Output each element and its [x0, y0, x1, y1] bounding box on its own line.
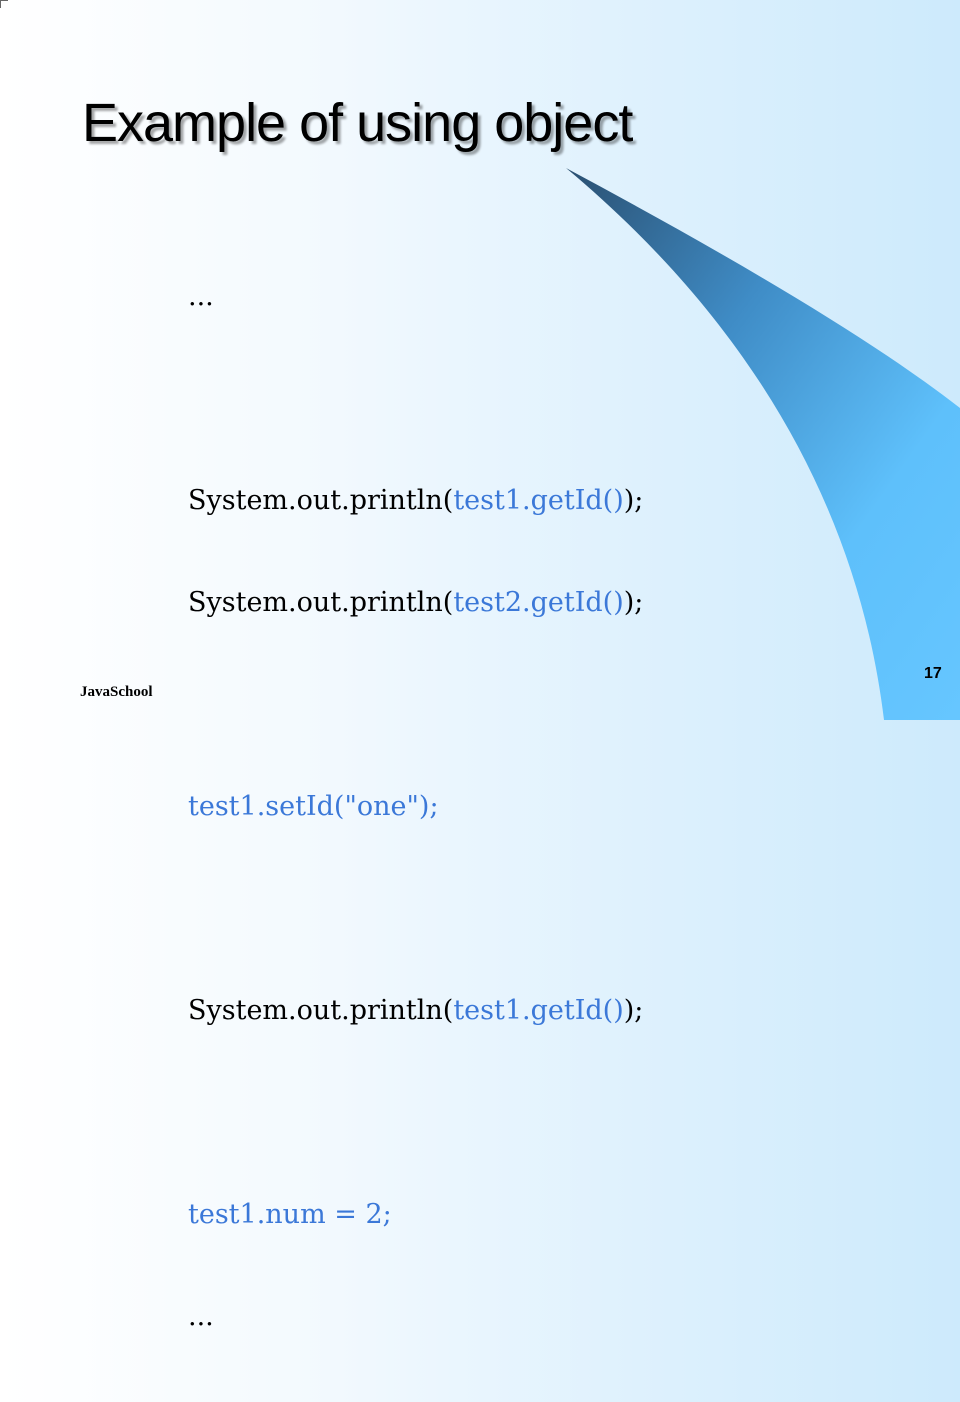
- code-line: test1.setId("one");: [188, 790, 643, 824]
- slide: Example of using object ... System.out.p…: [0, 0, 960, 1332]
- code-text: System.out.println(: [188, 587, 454, 618]
- decorative-swoosh: [566, 168, 960, 720]
- code-text: );: [623, 587, 644, 618]
- code-text: System.out.println(: [188, 995, 454, 1026]
- corner-mark: [0, 0, 8, 8]
- code-highlight: test1.setId("one");: [188, 791, 439, 822]
- page-number: 17: [924, 665, 942, 682]
- swoosh-shape: [566, 168, 960, 720]
- code-blank-line: [188, 1096, 643, 1130]
- footer-brand: JavaSchool: [80, 684, 153, 700]
- code-highlight: test1.num = 2;: [188, 1199, 392, 1230]
- code-highlight: test2.getId(): [453, 587, 624, 618]
- code-line: ...: [188, 280, 643, 314]
- code-line: System.out.println(test1.getId());: [188, 484, 643, 518]
- code-line: System.out.println(test1.getId());: [188, 994, 643, 1028]
- code-highlight: test1.getId(): [453, 995, 624, 1026]
- code-block: ... System.out.println(test1.getId()); S…: [188, 212, 643, 1402]
- code-text: );: [623, 485, 644, 516]
- code-blank-line: [188, 892, 643, 926]
- code-blank-line: [188, 382, 643, 416]
- code-text: System.out.println(: [188, 485, 454, 516]
- code-line: test1.num = 2;: [188, 1198, 643, 1232]
- code-ellipsis-top: ...: [188, 281, 214, 312]
- code-text: );: [623, 995, 644, 1026]
- code-line: System.out.println(test2.getId());: [188, 586, 643, 620]
- code-ellipsis-bottom: ...: [188, 1301, 214, 1332]
- code-blank-line: [188, 688, 643, 722]
- slide-title: Example of using object: [82, 93, 633, 153]
- code-line: ...: [188, 1300, 643, 1334]
- code-highlight: test1.getId(): [453, 485, 624, 516]
